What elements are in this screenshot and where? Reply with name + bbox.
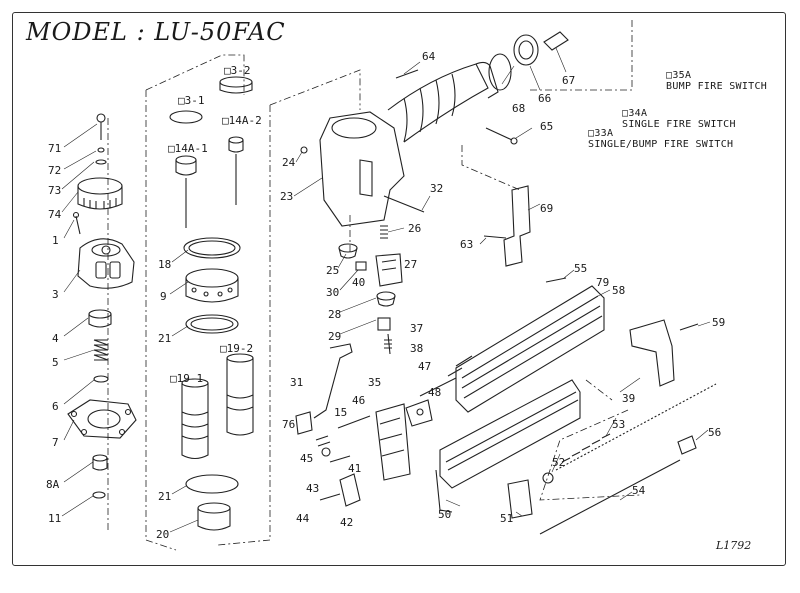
- combo-fire-switch-note: □33A SINGLE/BUMP FIRE SWITCH: [588, 128, 733, 150]
- checkbox-mark: □: [622, 108, 629, 119]
- callout-74: 74: [48, 208, 62, 221]
- callout-28: 28: [328, 308, 341, 321]
- magazine-assembly: [419, 185, 717, 535]
- leader-lines: [61, 47, 711, 533]
- callout-18: 18: [158, 258, 171, 271]
- callout-63: 63: [460, 238, 473, 251]
- callout-26: 26: [408, 222, 421, 235]
- callout-5: 5: [52, 356, 59, 369]
- checkbox-mark: □: [666, 70, 673, 81]
- sheet-border: [12, 12, 786, 566]
- callout-41: 41: [348, 462, 361, 475]
- bump-label: BUMP FIRE SWITCH: [666, 81, 768, 92]
- callout-21-upper: 21: [158, 332, 171, 345]
- callout-48: 48: [428, 386, 441, 399]
- callout-68: 68: [512, 102, 525, 115]
- callout-72: 72: [48, 164, 61, 177]
- callout-8a: 8A: [46, 478, 60, 491]
- trigger-valve-mechanism: [295, 243, 433, 507]
- callout-39: 39: [622, 392, 635, 405]
- callout-37: 37: [410, 322, 423, 335]
- callout-6: 6: [52, 400, 59, 413]
- callout-3: 3: [52, 288, 59, 301]
- callout-labels: □3-1 □3-2 □14A-1 □14A-2 □19-1 □19-2 71 7…: [46, 50, 725, 541]
- callout-66: 66: [538, 92, 551, 105]
- callout-29: 29: [328, 330, 341, 343]
- callout-64: 64: [422, 50, 436, 63]
- callout-19-2: □19-2: [220, 342, 253, 355]
- callout-51: 51: [500, 512, 513, 525]
- callout-14a-2: □14A-2: [222, 114, 262, 127]
- combo-code: 33A: [594, 128, 614, 139]
- callout-4: 4: [52, 332, 59, 345]
- head-valve-stack: [67, 113, 137, 499]
- callout-59: 59: [712, 316, 725, 329]
- callout-40: 40: [352, 276, 365, 289]
- callout-67: 67: [562, 74, 575, 87]
- callout-47: 47: [418, 360, 431, 373]
- callout-20: 20: [156, 528, 169, 541]
- callout-25: 25: [326, 264, 339, 277]
- callout-27: 27: [404, 258, 417, 271]
- callout-76: 76: [282, 418, 295, 431]
- piston-cylinder-stack: [169, 76, 254, 531]
- callout-54: 54: [632, 484, 646, 497]
- callout-73: 73: [48, 184, 61, 197]
- callout-3-1: □3-1: [178, 94, 205, 107]
- callout-32: 32: [430, 182, 443, 195]
- callout-69: 69: [540, 202, 553, 215]
- callout-43: 43: [306, 482, 319, 495]
- callout-56: 56: [708, 426, 721, 439]
- single-label: SINGLE FIRE SWITCH: [622, 119, 736, 130]
- callout-46: 46: [352, 394, 365, 407]
- callout-19-1: □19-1: [170, 372, 203, 385]
- single-code: 34A: [628, 108, 648, 119]
- callout-38: 38: [410, 342, 423, 355]
- callout-44: 44: [296, 512, 310, 525]
- callout-79: 79: [596, 276, 609, 289]
- callout-15: 15: [334, 406, 347, 419]
- model-title: MODEL : LU-50FAC: [26, 18, 286, 46]
- single-fire-switch-note: □34A SINGLE FIRE SWITCH: [622, 108, 736, 130]
- checkbox-mark: □: [588, 128, 595, 139]
- callout-7: 7: [52, 436, 59, 449]
- callout-71: 71: [48, 142, 61, 155]
- assembly-guide-lines: [107, 20, 641, 551]
- combo-label: SINGLE/BUMP FIRE SWITCH: [588, 139, 734, 150]
- body-housing: [300, 31, 569, 239]
- callout-24: 24: [282, 156, 296, 169]
- callout-1: 1: [52, 234, 59, 247]
- callout-14a-1: □14A-1: [168, 142, 208, 155]
- callout-3-2: □3-2: [224, 64, 251, 77]
- callout-65: 65: [540, 120, 553, 133]
- callout-30: 30: [326, 286, 339, 299]
- callout-50: 50: [438, 508, 451, 521]
- callout-45: 45: [300, 452, 313, 465]
- drawing-number: L1792: [716, 539, 752, 552]
- callout-58: 58: [612, 284, 625, 297]
- callout-42: 42: [340, 516, 353, 529]
- bump-code: 35A: [672, 70, 692, 81]
- callout-9: 9: [160, 290, 167, 303]
- callout-52: 52: [552, 456, 565, 469]
- callout-55: 55: [574, 262, 587, 275]
- callout-21-lower: 21: [158, 490, 171, 503]
- callout-31: 31: [290, 376, 303, 389]
- bump-fire-switch-note: □35A BUMP FIRE SWITCH: [666, 70, 767, 92]
- callout-53: 53: [612, 418, 625, 431]
- callout-35: 35: [368, 376, 381, 389]
- callout-23: 23: [280, 190, 293, 203]
- callout-11: 11: [48, 512, 61, 525]
